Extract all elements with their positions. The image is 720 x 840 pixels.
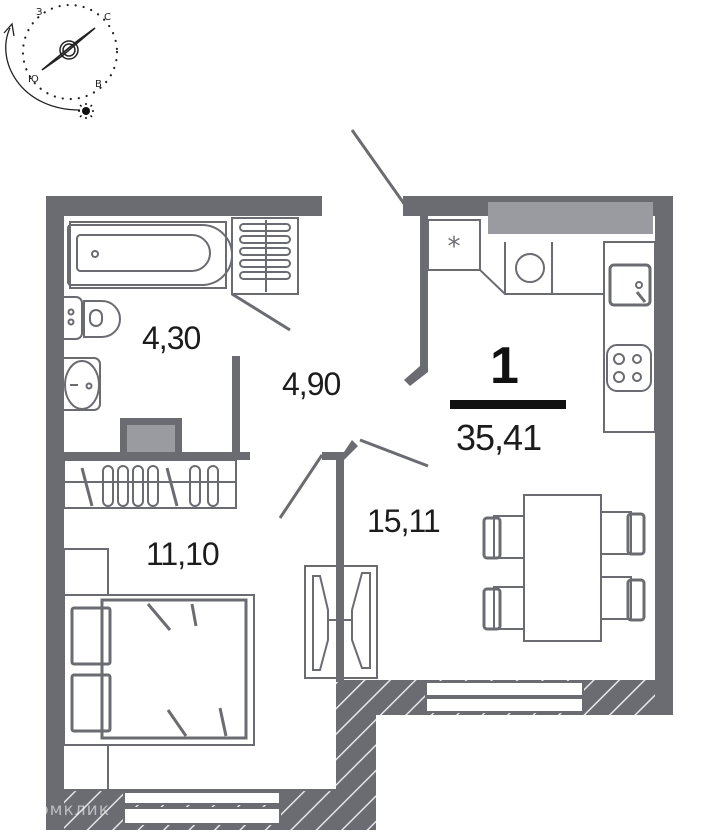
room-area-bathroom: 4,30	[142, 320, 201, 356]
toilet-icon	[64, 296, 121, 340]
exterior-walls	[46, 196, 673, 830]
rooms-count: 1	[490, 337, 519, 395]
pillow-icon	[70, 673, 112, 733]
total-area: 35,41	[456, 417, 542, 458]
bed-icon	[63, 594, 255, 746]
tv-icon	[304, 565, 378, 679]
room-area-hallway: 4,90	[282, 366, 341, 402]
watermark: Домклик	[24, 800, 110, 820]
compass-needle-icon	[41, 27, 96, 71]
door-swings	[231, 129, 429, 519]
windows	[425, 681, 584, 713]
stove-icon	[606, 344, 652, 392]
compass-north: С	[104, 12, 111, 23]
kitchen-units: *	[427, 202, 656, 433]
sun-icon	[78, 103, 94, 119]
compass	[3, 3, 119, 119]
chair-icon	[601, 576, 646, 622]
washbasin-icon	[64, 357, 101, 411]
room-area-bedroom: 11,10	[146, 536, 220, 572]
dining-set	[482, 494, 646, 642]
chair-icon	[482, 515, 524, 560]
chair-icon	[482, 586, 524, 631]
bathroom-fixtures	[64, 217, 299, 454]
compass-south: Ю	[28, 74, 39, 85]
pillow-icon	[70, 606, 112, 666]
sink-icon	[608, 263, 652, 307]
area-divider	[450, 400, 566, 409]
washing-machine-icon	[515, 253, 545, 283]
table-icon	[523, 494, 602, 642]
bedroom-furniture	[63, 548, 337, 825]
bathtub-icon	[69, 221, 227, 289]
towel-rail-icon	[239, 220, 291, 292]
compass-west: З	[36, 7, 43, 18]
fridge-icon: *	[448, 232, 461, 262]
wardrobe	[63, 459, 237, 509]
compass-east: В	[95, 79, 102, 90]
room-area-kitchen-living: 15,11	[367, 503, 441, 539]
chair-icon	[601, 511, 646, 556]
